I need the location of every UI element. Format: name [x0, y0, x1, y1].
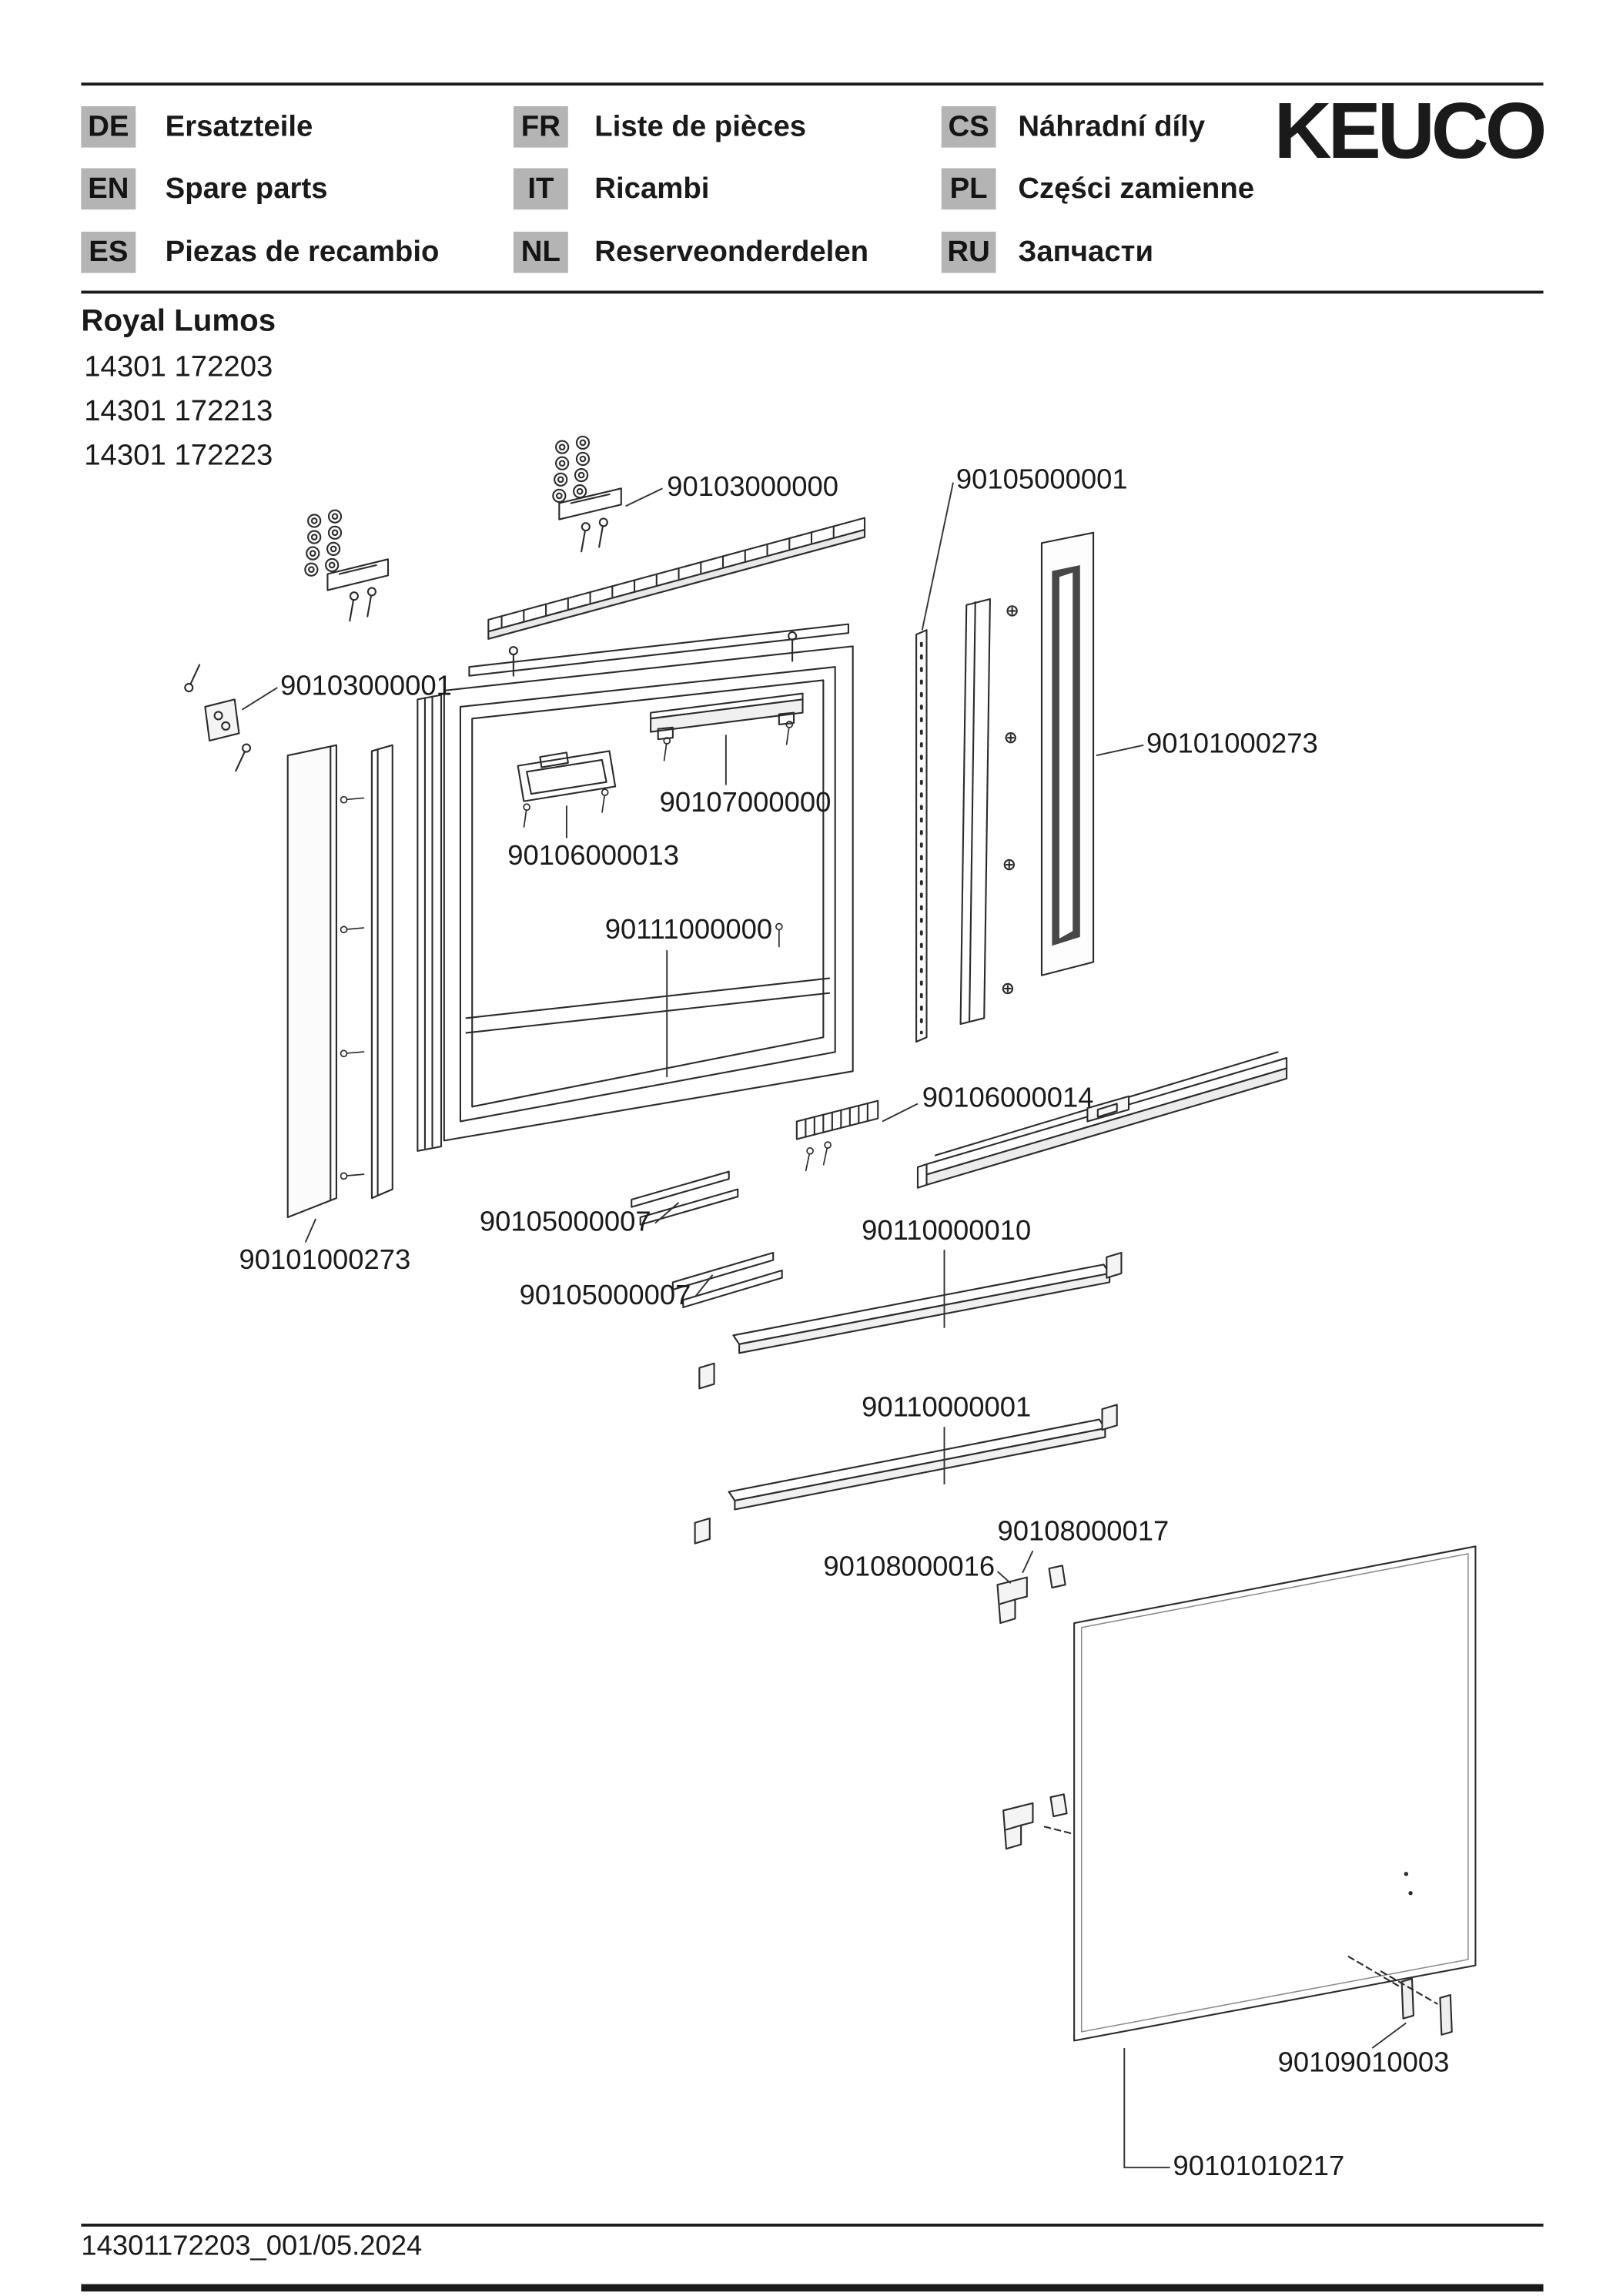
part-label-90105000007-a: 90105000007: [479, 1207, 651, 1238]
part-label-90105000001: 90105000001: [955, 464, 1128, 496]
part-profile-strips-90105000007-b: [671, 1251, 783, 1308]
part-label-90106000013: 90106000013: [507, 841, 680, 872]
bottom-rule: [81, 2284, 1544, 2292]
top-rule: [81, 82, 1544, 86]
lang-code-nl: NL: [513, 231, 568, 273]
part-side-panel-left-90101000273: [286, 744, 393, 1219]
part-glass-shelf-90110000001: [694, 1404, 1118, 1545]
lang-code-de: DE: [81, 105, 136, 148]
part-hinge-upper-90108000016: [996, 1565, 1066, 1625]
part-label-90107000000: 90107000000: [659, 788, 832, 819]
lang-label-pl: Części zamienne: [1018, 172, 1255, 206]
part-label-90105000007-b: 90105000007: [519, 1280, 691, 1312]
part-glass-shelf-90110000010: [698, 1251, 1123, 1390]
lang-code-pl: PL: [941, 168, 996, 210]
footer-doc-id: 14301172203_001/05.2024: [81, 2231, 423, 2262]
part-label-90101010217: 90101010217: [1173, 2151, 1345, 2183]
footer-rule: [81, 2224, 1544, 2227]
part-label-90101000273-left: 90101000273: [239, 1245, 411, 1277]
lang-label-fr: Liste de pièces: [594, 110, 807, 143]
lang-code-en: EN: [81, 168, 136, 210]
part-led-strip-90105000001: [915, 629, 928, 1043]
part-label-90103000000: 90103000000: [667, 472, 838, 504]
part-profile-strips-90105000007-a: [631, 1170, 739, 1226]
keuco-logo: KEUCO: [1273, 87, 1548, 176]
part-bottom-light-90106000014: [795, 1051, 1288, 1189]
part-label-90108000016: 90108000016: [823, 1552, 996, 1584]
part-label-90103000001: 90103000001: [280, 671, 452, 703]
part-light-unit-90107000000: [650, 692, 804, 762]
part-fixing-pins-90109010003: [1347, 1956, 1453, 2036]
model-number-1: 14301 172203: [84, 351, 273, 384]
lang-label-ru: Запчасти: [1018, 236, 1154, 269]
product-name: Royal Lumos: [81, 303, 276, 338]
part-label-90101000273-right: 90101000273: [1146, 728, 1318, 760]
part-hinge-lower: [1002, 1793, 1076, 1850]
lang-code-it: IT: [513, 168, 568, 210]
lang-label-it: Ricambi: [594, 172, 710, 206]
lang-label-cs: Náhradní díly: [1018, 110, 1206, 143]
part-side-panel-right-90101000273: [959, 531, 1095, 1026]
part-label-90110000010: 90110000010: [862, 1216, 1032, 1247]
lang-code-ru: RU: [941, 231, 996, 273]
header-rule: [81, 290, 1544, 294]
model-number-2: 14301 172213: [84, 395, 273, 428]
part-label-90111000000: 90111000000: [604, 915, 773, 946]
lang-code-fr: FR: [513, 105, 568, 148]
lang-code-es: ES: [81, 231, 136, 273]
part-mounting-rail-90103000000: [304, 435, 866, 640]
part-wall-bracket-90103000001: [182, 662, 253, 774]
model-number-3: 14301 172223: [84, 440, 273, 473]
lang-code-cs: CS: [941, 105, 996, 148]
lang-label-en: Spare parts: [165, 172, 328, 206]
part-mirror-door-90101010217: [1073, 1545, 1477, 2042]
part-label-90110000001: 90110000001: [862, 1393, 1032, 1424]
leader-lines: [241, 482, 1407, 2169]
part-tray-90106000013: [517, 750, 617, 828]
lang-label-nl: Reserveonderdelen: [594, 236, 869, 269]
part-label-90109010003: 90109010003: [1277, 2047, 1450, 2080]
part-cabinet-body-90111000000: [417, 623, 854, 1152]
lang-label-de: Ersatzteile: [165, 110, 313, 143]
lang-label-es: Piezas de recambio: [165, 236, 440, 269]
part-label-90106000014: 90106000014: [922, 1083, 1094, 1114]
part-label-90108000017: 90108000017: [997, 1517, 1170, 1548]
